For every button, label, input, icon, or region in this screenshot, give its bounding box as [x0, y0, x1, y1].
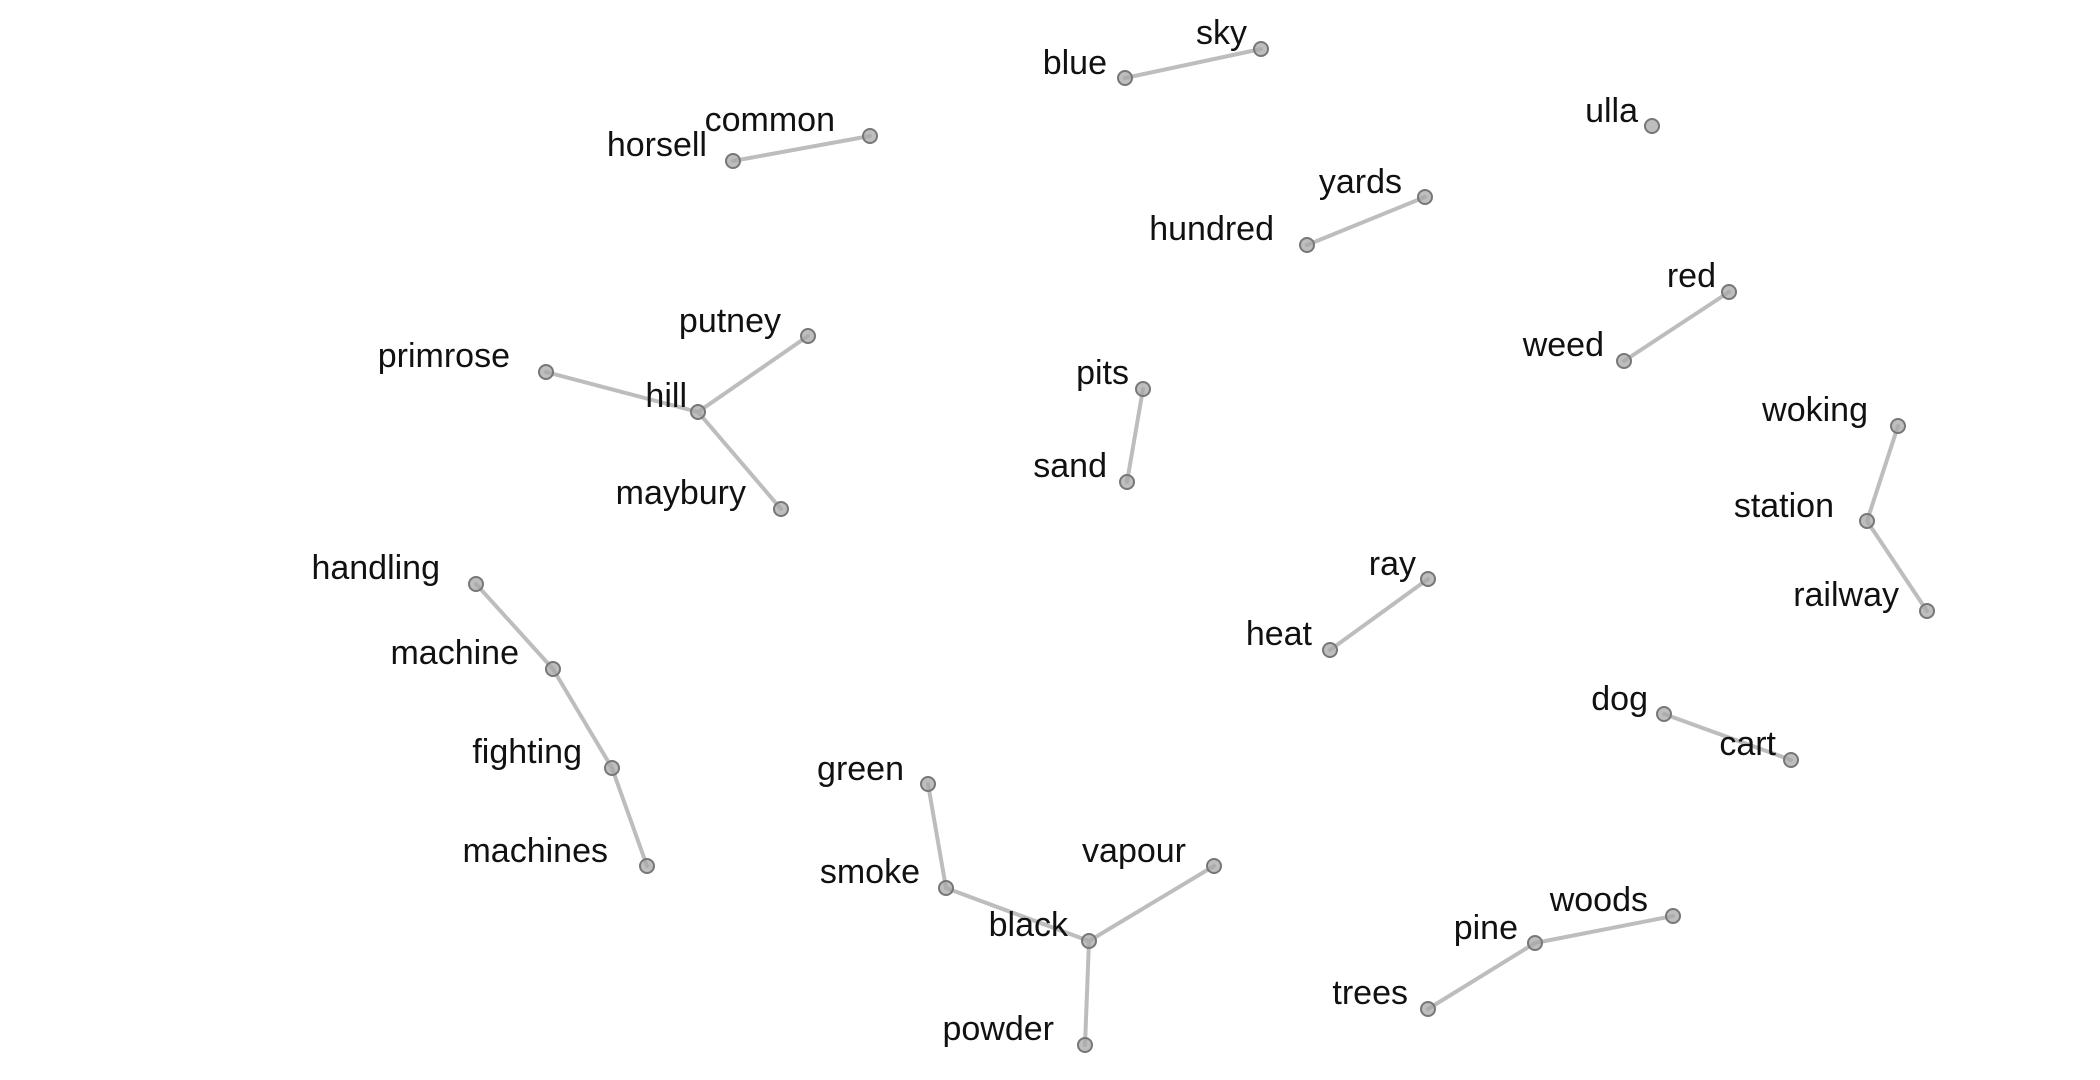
edge-woking-station [1865, 424, 1900, 523]
node-label-weed: weed [1522, 326, 1604, 364]
node-weed [1616, 353, 1632, 369]
node-label-railway: railway [1793, 576, 1899, 614]
edge-hundred-yards [1305, 195, 1427, 247]
edge-machine-fighting [551, 667, 614, 770]
edge-black-vapour [1087, 864, 1216, 943]
edge-fighting-machines [610, 766, 649, 868]
node-horsell [725, 153, 741, 169]
node-label-black: black [989, 906, 1069, 944]
edge-pine-woods [1533, 914, 1675, 945]
node-label-machines: machines [462, 832, 608, 870]
node-label-hundred: hundred [1149, 210, 1274, 248]
node-woking [1890, 418, 1906, 434]
node-ulla [1644, 118, 1660, 134]
node-label-horsell: horsell [607, 126, 707, 164]
edge-heat-ray [1328, 577, 1430, 652]
node-common [862, 128, 878, 144]
node-label-handling: handling [311, 549, 440, 587]
node-sand [1119, 474, 1135, 490]
node-label-smoke: smoke [820, 853, 920, 891]
edge-weed-red [1622, 290, 1731, 363]
node-primrose [538, 364, 554, 380]
node-label-yards: yards [1319, 163, 1402, 201]
node-label-green: green [817, 750, 904, 788]
node-label-pits: pits [1076, 354, 1129, 392]
edge-green-smoke [926, 782, 948, 890]
edge-pits-sand [1125, 387, 1145, 484]
edge-horsell-common [731, 134, 872, 163]
node-dog [1656, 706, 1672, 722]
node-label-red: red [1667, 257, 1716, 295]
node-ray [1420, 571, 1436, 587]
node-label-sand: sand [1033, 447, 1107, 485]
edge-blue-sky [1123, 47, 1263, 80]
node-label-ray: ray [1369, 545, 1416, 583]
node-hundred [1299, 237, 1315, 253]
node-label-blue: blue [1043, 44, 1107, 82]
node-label-station: station [1734, 487, 1834, 525]
edge-hill-maybury [696, 410, 783, 511]
node-red [1721, 284, 1737, 300]
node-cart [1783, 752, 1799, 768]
node-label-powder: powder [942, 1010, 1054, 1048]
node-label-woods: woods [1549, 881, 1648, 919]
node-label-putney: putney [679, 302, 781, 340]
nodes-layer [468, 41, 1935, 1053]
node-label-cart: cart [1719, 725, 1776, 763]
edge-dog-cart [1662, 712, 1793, 762]
node-label-dog: dog [1591, 680, 1648, 718]
node-pits [1135, 381, 1151, 397]
node-label-hill: hill [645, 377, 687, 415]
edge-primrose-hill [544, 370, 700, 414]
node-label-maybury: maybury [616, 474, 746, 512]
edge-station-railway [1865, 519, 1929, 613]
node-label-woking: woking [1761, 391, 1868, 429]
node-railway [1919, 603, 1935, 619]
node-label-ulla: ulla [1585, 92, 1638, 130]
edge-hill-putney [696, 334, 810, 414]
node-maybury [773, 501, 789, 517]
edge-handling-machine [474, 582, 555, 671]
node-station [1859, 513, 1875, 529]
node-label-trees: trees [1332, 974, 1408, 1012]
edge-trees-pine [1426, 941, 1537, 1011]
node-label-vapour: vapour [1082, 832, 1186, 870]
node-label-fighting: fighting [472, 733, 582, 771]
node-hill [690, 404, 706, 420]
edge-smoke-black [944, 886, 1091, 943]
node-pine [1527, 935, 1543, 951]
node-blue [1117, 70, 1133, 86]
node-smoke [938, 880, 954, 896]
node-sky [1253, 41, 1269, 57]
node-label-primrose: primrose [378, 337, 510, 375]
node-yards [1417, 189, 1433, 205]
node-woods [1665, 908, 1681, 924]
node-handling [468, 576, 484, 592]
node-putney [800, 328, 816, 344]
node-machine [545, 661, 561, 677]
node-green [920, 776, 936, 792]
edge-black-powder [1083, 939, 1091, 1047]
node-vapour [1206, 858, 1222, 874]
node-machines [639, 858, 655, 874]
node-label-pine: pine [1454, 909, 1518, 947]
node-black [1081, 933, 1097, 949]
node-trees [1420, 1001, 1436, 1017]
edges-layer [474, 47, 1929, 1047]
node-label-machine: machine [390, 634, 519, 672]
node-label-common: common [705, 101, 835, 139]
node-label-sky: sky [1196, 14, 1247, 52]
node-heat [1322, 642, 1338, 658]
node-label-heat: heat [1246, 615, 1313, 653]
node-fighting [604, 760, 620, 776]
node-powder [1077, 1037, 1093, 1053]
